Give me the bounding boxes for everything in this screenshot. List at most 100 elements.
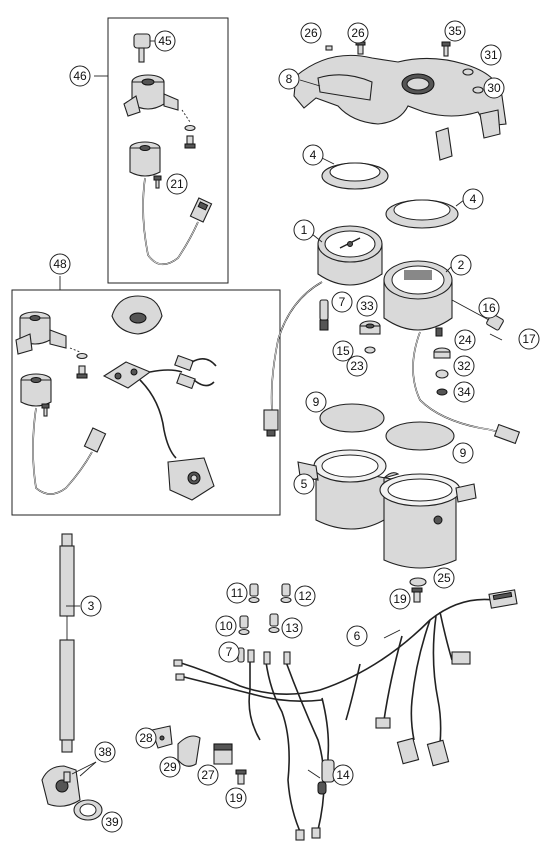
tachometer: [383, 260, 453, 337]
callout-19: 19: [225, 787, 247, 809]
callout-circle: [225, 787, 247, 809]
lock-set-screw: [41, 403, 50, 417]
callout-circle: [281, 617, 303, 639]
callout-number: 25: [437, 571, 451, 585]
callout-circle: [454, 329, 476, 351]
cable-3: [59, 533, 75, 753]
callout-8: 8: [278, 68, 300, 90]
bulbs-small: [237, 583, 292, 663]
callout-circle: [49, 253, 71, 275]
callout-circle: [300, 22, 322, 44]
callout-28: 28: [135, 727, 157, 749]
lock-set-switch: [20, 373, 52, 407]
callout-4: 4: [302, 144, 324, 166]
callout-circle: [305, 391, 327, 413]
lock-cap: [111, 295, 163, 335]
callout-13: 13: [281, 617, 303, 639]
callout-5: 5: [293, 473, 315, 495]
callout-circle: [453, 381, 475, 403]
callout-number: 1: [301, 223, 308, 237]
callout-circle: [159, 756, 181, 778]
callout-circle: [278, 68, 300, 90]
callout-38: 38: [94, 741, 116, 763]
callout-number: 24: [458, 333, 472, 347]
callout-circle: [135, 727, 157, 749]
callout-number: 16: [482, 301, 496, 315]
callout-circle: [226, 582, 248, 604]
callout-45: 45: [154, 30, 176, 52]
bolt-25-19: [409, 577, 427, 603]
lock-set-wire: [32, 407, 93, 495]
callout-circle: [433, 567, 455, 589]
callout-circle: [218, 641, 240, 663]
callout-circle: [197, 764, 219, 786]
callout-number: 4: [310, 148, 317, 162]
callout-number: 8: [286, 72, 293, 86]
callout-circle: [332, 340, 354, 362]
lock-receiver: [167, 457, 215, 501]
callout-14: 14: [332, 764, 354, 786]
callout-25: 25: [433, 567, 455, 589]
callout-number: 5: [301, 477, 308, 491]
callout-number: 45: [158, 34, 172, 48]
callout-circle: [389, 588, 411, 610]
callout-number: 11: [231, 586, 244, 600]
ring-4-right: [385, 199, 459, 229]
callout-number: 3: [88, 599, 95, 613]
callout-number: 34: [457, 385, 471, 399]
ignition-lock: [123, 74, 179, 117]
callout-29: 29: [159, 756, 181, 778]
lock-bracket: [102, 354, 217, 459]
callout-circle: [450, 254, 472, 276]
callout-circle: [346, 355, 368, 377]
lock-set-frame: [11, 289, 281, 516]
callout-circle: [518, 328, 540, 350]
lens-9-left: [319, 403, 385, 433]
callout-circle: [293, 473, 315, 495]
callout-number: 38: [98, 745, 112, 759]
callout-30: 30: [483, 77, 505, 99]
callout-number: 30: [487, 81, 501, 95]
callout-circle: [94, 741, 116, 763]
callout-24: 24: [454, 329, 476, 351]
tachometer-connector: [493, 423, 521, 445]
speedometer-connector: [263, 409, 279, 437]
callout-number: 10: [219, 619, 233, 633]
relay-27: [213, 743, 233, 765]
wiring-harness: [173, 589, 518, 841]
callout-19: 19: [389, 588, 411, 610]
lock-set-washer: [69, 347, 88, 379]
callout-number: 33: [360, 299, 374, 313]
ignition-kit-frame: [107, 17, 229, 284]
callout-number: 19: [229, 791, 243, 805]
cover-39: [73, 799, 103, 821]
instrument-housing: [297, 449, 477, 569]
callout-26: 26: [347, 22, 369, 44]
grommets-24-32-34: [433, 347, 451, 396]
callout-number: 4: [470, 192, 477, 206]
ignition-connector: [189, 197, 213, 223]
callout-35: 35: [444, 20, 466, 42]
callout-number: 48: [53, 257, 67, 271]
callout-number: 6: [354, 629, 361, 643]
callout-number: 28: [139, 731, 153, 745]
callout-number: 2: [458, 258, 465, 272]
callout-11: 11: [226, 582, 248, 604]
washer-screw-46: [181, 109, 196, 149]
lock-set-lock: [15, 311, 67, 355]
callout-circle: [331, 291, 353, 313]
leader-lines: [66, 79, 503, 779]
callout-circle: [444, 20, 466, 42]
screw-19-lower: [235, 769, 247, 785]
callout-circle: [294, 585, 316, 607]
ignition-switch: [129, 141, 161, 177]
bulb-7-upper: [319, 299, 329, 331]
callout-12: 12: [294, 585, 316, 607]
ignition-key: [133, 33, 160, 63]
callout-48: 48: [49, 253, 71, 275]
callout-33: 33: [356, 295, 378, 317]
callout-circle: [215, 615, 237, 637]
callout-number: 14: [336, 768, 350, 782]
